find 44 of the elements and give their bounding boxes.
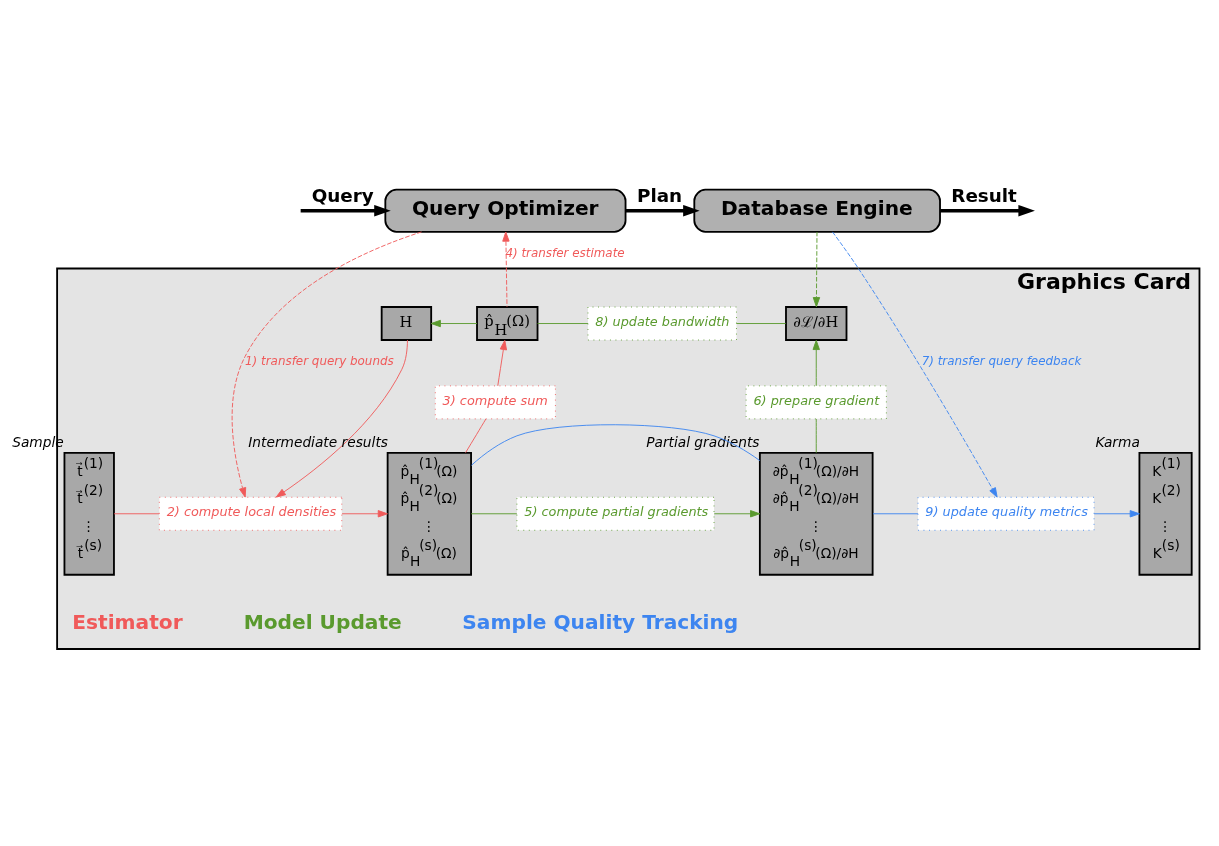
edge-label: 1) transfer query bounds [245,354,394,369]
connector [872,513,919,515]
node-box: 9) update quality metrics [917,496,1095,531]
node-box: 3) compute sum [434,385,556,420]
node-box: 8) update bandwidth [587,306,737,341]
arrow [497,339,508,387]
node-box: H [380,306,433,341]
arrow [1093,510,1140,518]
arrow [832,231,998,498]
arrow [231,231,422,498]
connector [537,323,589,324]
connector [113,513,160,515]
arrow [502,231,510,308]
node-label: Partial gradients [646,434,760,451]
node-label: Intermediate results [248,434,388,451]
label: Model Update [243,610,402,635]
edge-label: 7) transfer query feedback [921,354,1082,369]
arrow [940,204,1035,217]
edge-label: Result [951,184,1017,206]
node-box: Database Engine [693,188,941,233]
arrow [625,204,700,217]
arrow [812,231,821,308]
label: Sample Quality Tracking [462,610,739,635]
arrow [341,510,388,518]
connector [465,418,487,454]
arrow [300,204,391,217]
arrow [812,339,820,387]
node-box: 6) prepare gradient [745,385,887,420]
node-label: Karma [1095,434,1140,451]
node-box: 5) compute partial gradients [516,496,715,531]
connector [815,418,817,454]
node-box: ∂ℒ/∂H [785,306,848,341]
connector [736,323,787,324]
edge-label: Plan [637,184,683,206]
node-box: Query Optimizer [384,188,627,233]
edge-label: 4) transfer estimate [505,245,625,260]
edge-label: Query [311,184,374,206]
connector [470,513,518,515]
connector [470,424,761,466]
arrow [275,339,408,498]
label: Estimator [72,610,183,635]
arrow [713,510,761,518]
arrow [430,319,478,328]
node-box: 2) compute local densities [158,496,343,531]
